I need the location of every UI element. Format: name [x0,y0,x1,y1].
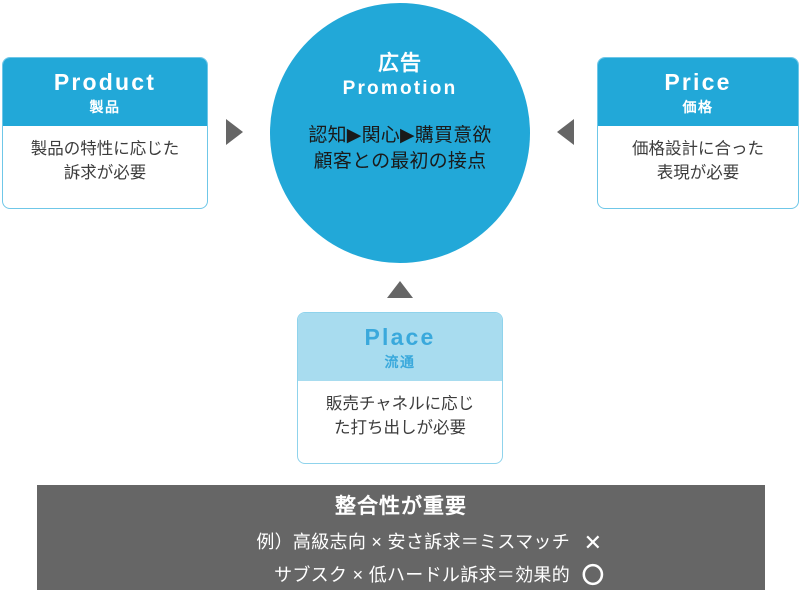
card-price-title-ja: 価格 [682,99,714,116]
circle-mark-icon: 〇 [581,563,605,589]
note-bar: 整合性が重要 例）高級志向 × 安さ訴求＝ミスマッチ ✕ サブスク × 低ハード… [37,485,765,590]
center-circle-promotion: 広告 Promotion 認知▶関心▶購買意欲 顧客との最初の接点 [270,3,530,263]
note-row: サブスク × 低ハードル訴求＝効果的 〇 [186,559,616,592]
card-price: Price 価格 価格設計に合った 表現が必要 [597,57,799,209]
card-place: Place 流通 販売チャネルに応じ た打ち出しが必要 [297,312,503,464]
card-place-title-ja: 流通 [384,354,416,371]
card-price-header: Price 価格 [598,58,798,126]
card-place-header: Place 流通 [298,313,502,381]
note-row-text: 例）高級志向 × 安さ訴求＝ミスマッチ [256,532,570,553]
note-title: 整合性が重要 [335,495,467,518]
note-row: 例）高級志向 × 安さ訴求＝ミスマッチ ✕ [186,526,616,559]
circle-description: 認知▶関心▶購買意欲 顧客との最初の接点 [308,124,492,172]
arrow-left-icon [557,119,574,145]
card-product-description: 製品の特性に応じた 訴求が必要 [30,139,180,182]
circle-title-ja: 広告 [378,52,422,75]
arrow-up-icon [387,281,413,298]
cross-mark-icon: ✕ [583,530,603,556]
card-product-title-en: Product [53,69,157,95]
card-product-title-ja: 製品 [89,99,121,116]
card-product-header: Product 製品 [3,58,207,126]
card-place-description: 販売チャネルに応じ た打ち出しが必要 [325,394,475,437]
circle-title-en: Promotion [342,78,458,100]
card-product: Product 製品 製品の特性に応じた 訴求が必要 [2,57,208,209]
card-price-title-en: Price [664,69,732,95]
card-price-description: 価格設計に合った 表現が必要 [632,139,764,182]
note-rows: 例）高級志向 × 安さ訴求＝ミスマッチ ✕ サブスク × 低ハードル訴求＝効果的… [37,526,765,592]
card-place-title-en: Place [364,324,436,350]
note-row-text: サブスク × 低ハードル訴求＝効果的 [274,565,570,586]
arrow-right-icon [226,119,243,145]
